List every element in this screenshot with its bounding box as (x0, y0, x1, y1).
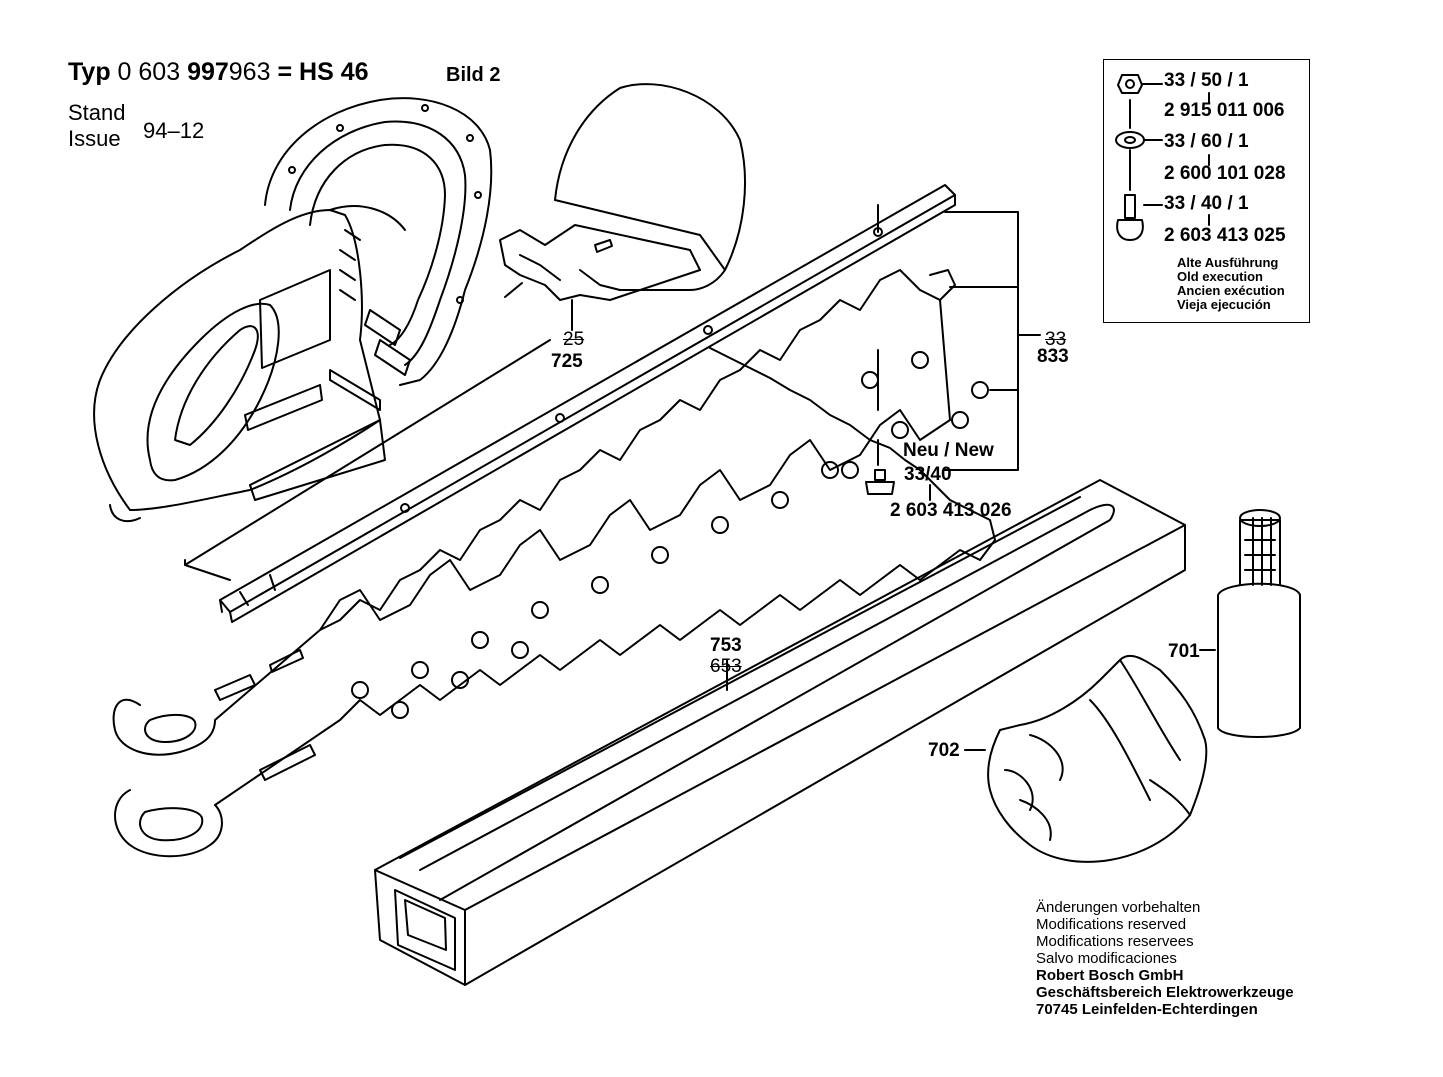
gloves (964, 654, 1208, 863)
motor-housing (93, 205, 406, 523)
model-name: HS 46 (299, 58, 369, 86)
legend-ref-nut: 33 / 50 / 1 (1164, 70, 1249, 91)
hand-guard (499, 83, 746, 331)
footer-line-es: Salvo modificaciones (1036, 950, 1177, 967)
new-screw (865, 439, 895, 495)
blade-rail (184, 184, 956, 623)
callout-new-screw-pn: 2 603 413 026 (890, 500, 1012, 521)
issue-value: 94–12 (143, 118, 205, 143)
legend-ref-washer: 33 / 60 / 1 (1164, 131, 1249, 152)
callout-725: 725 (551, 351, 583, 372)
oil-bottle (1199, 509, 1301, 738)
legend-icons (1115, 74, 1210, 241)
blade-sheath (374, 479, 1186, 986)
footer-address: 70745 Leinfelden-Echterdingen (1036, 1001, 1258, 1018)
old-execution-es: Vieja ejecución (1177, 297, 1271, 312)
bracket-833 (877, 204, 1041, 471)
callout-33-40: 33/40 (904, 464, 952, 485)
callout-702: 702 (928, 740, 960, 761)
callout-33-old: 33 (1045, 329, 1067, 350)
blade-upper (112, 269, 956, 756)
typ-label: Typ (68, 58, 111, 86)
footer-division: Geschäftsbereich Elektrowerkzeuge (1036, 984, 1294, 1001)
footer-line-fr: Modifications reservees (1036, 933, 1194, 950)
footer-line-de: Änderungen vorbehalten (1036, 899, 1201, 916)
title-type-line: Typ 0 603 997963 = HS 46 (68, 58, 369, 87)
footer-notice: Änderungen vorbehalten Modifications res… (1036, 899, 1294, 1018)
issue-label: Issue (68, 126, 121, 151)
stand-label: Stand (68, 100, 126, 125)
callout-25-old: 25 (563, 329, 585, 350)
callout-neu-new: Neu / New (903, 440, 994, 461)
legend-ref-screw: 33 / 40 / 1 (1164, 193, 1249, 214)
typ-number-plain: 0 603 (117, 58, 181, 86)
typ-number-bold: 997 (187, 58, 229, 86)
typ-number-end: 963 (228, 58, 271, 86)
legend-pn-washer: 2 600 101 028 (1164, 163, 1286, 184)
bild-label: Bild 2 (446, 64, 501, 86)
old-execution-de: Alte Ausführung (1177, 255, 1279, 270)
legend-box (1103, 59, 1310, 323)
callout-833: 833 (1037, 346, 1069, 367)
legend-pn-screw: 2 603 413 025 (1164, 225, 1286, 246)
callout-753: 753 (710, 635, 742, 656)
blade-lower (114, 347, 996, 858)
old-execution-fr: Ancien exécution (1177, 283, 1285, 298)
callout-701: 701 (1168, 641, 1200, 662)
callout-653-old: 653 (710, 656, 742, 677)
legend-pn-nut: 2 915 011 006 (1164, 100, 1285, 121)
footer-company: Robert Bosch GmbH (1036, 967, 1184, 984)
blade-guard (264, 97, 493, 411)
old-execution-en: Old execution (1177, 269, 1263, 284)
equals-sign: = (277, 58, 293, 86)
footer-line-en: Modifications reserved (1036, 916, 1187, 933)
